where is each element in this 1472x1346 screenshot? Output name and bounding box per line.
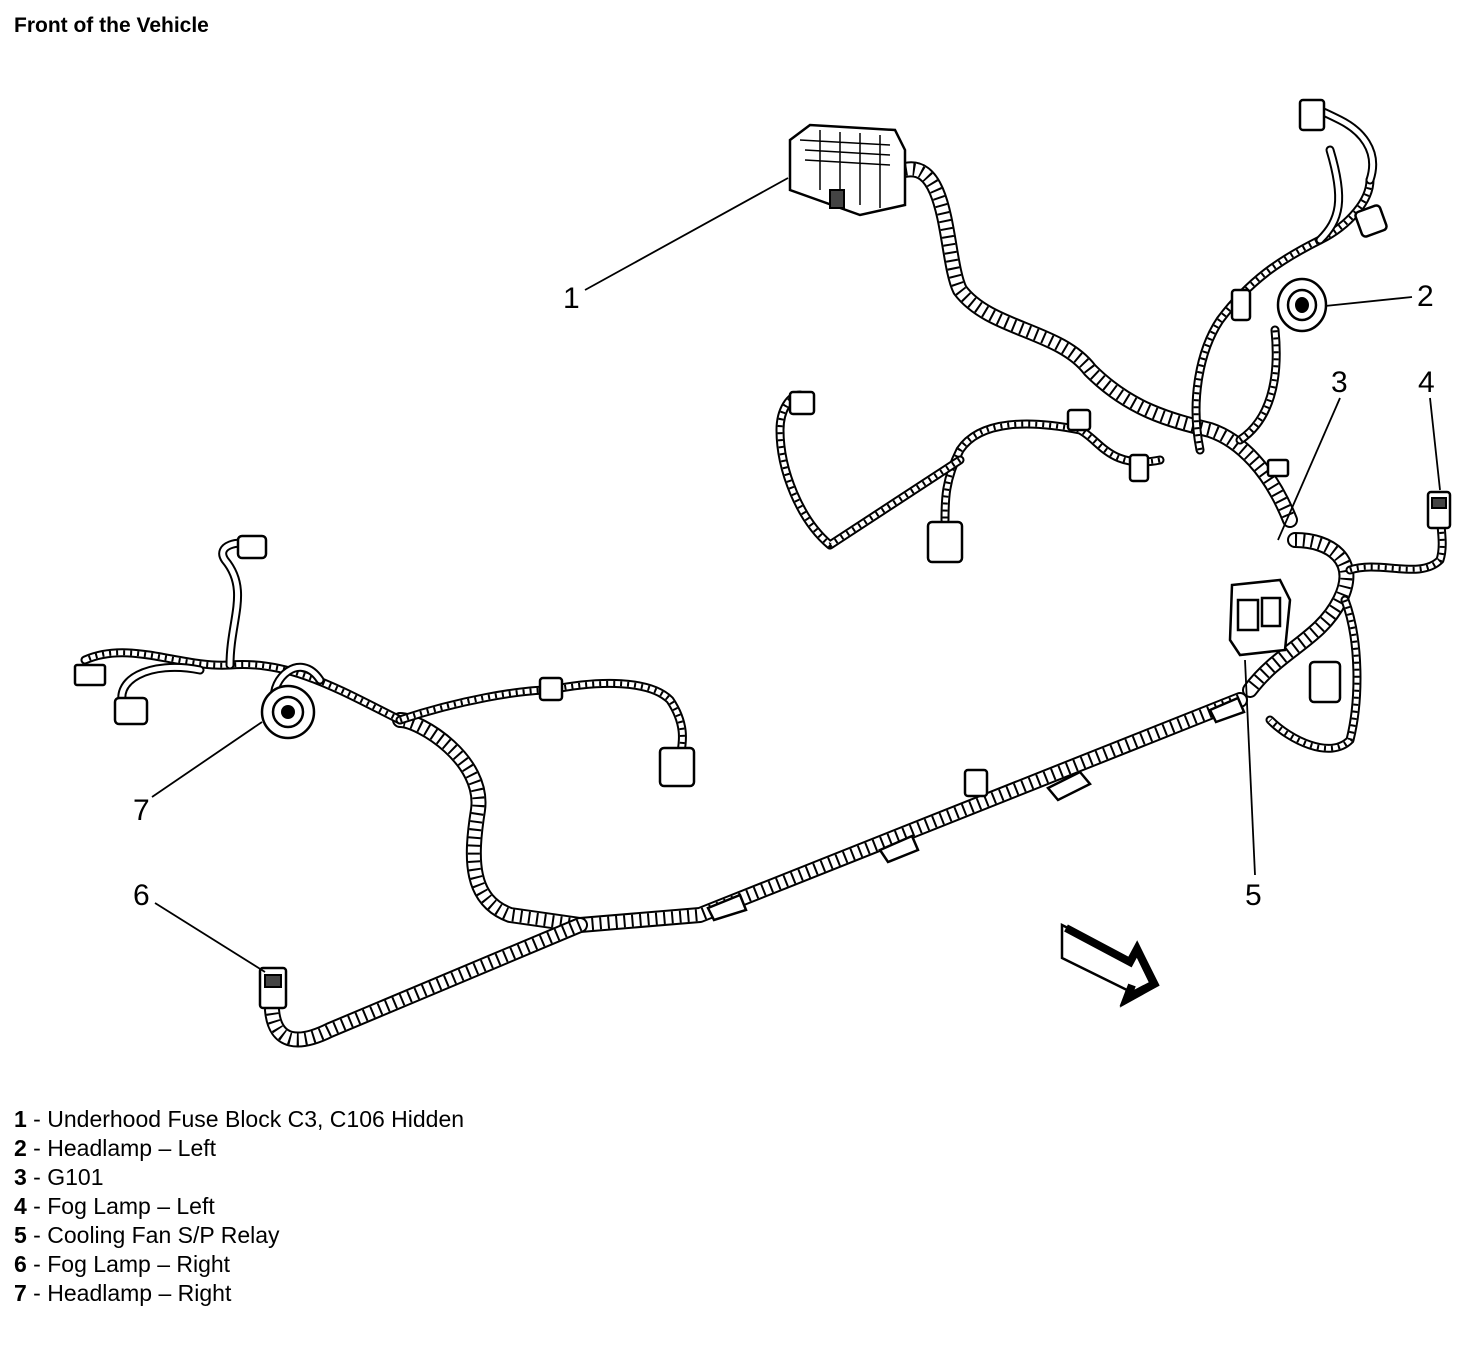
legend-separator: - bbox=[26, 1135, 48, 1161]
legend-separator: - bbox=[26, 1193, 48, 1219]
callout-1: 1 bbox=[563, 282, 580, 315]
legend-number: 4 bbox=[14, 1193, 27, 1219]
callout-5: 5 bbox=[1245, 879, 1262, 912]
headlamp-right-connector bbox=[260, 684, 316, 740]
legend-item-2: 2 - Headlamp – Left bbox=[14, 1134, 464, 1163]
callout-6: 6 bbox=[133, 879, 150, 912]
fog-lamp-left-connector bbox=[1426, 490, 1452, 530]
legend-item-5: 5 - Cooling Fan S/P Relay bbox=[14, 1221, 464, 1250]
legend-number: 7 bbox=[14, 1280, 27, 1306]
legend-separator: - bbox=[26, 1222, 48, 1248]
misc-connectors bbox=[73, 98, 1388, 922]
legend-separator: - bbox=[26, 1164, 48, 1190]
legend-item-1: 1 - Underhood Fuse Block C3, C106 Hidden bbox=[14, 1105, 464, 1134]
leader-lines bbox=[151, 177, 1441, 973]
callout-labels: 1 2 3 4 5 6 7 bbox=[133, 280, 1435, 912]
legend-item-3: 3 - G101 bbox=[14, 1163, 464, 1192]
legend-number: 2 bbox=[14, 1135, 27, 1161]
legend-number: 5 bbox=[14, 1222, 27, 1248]
diagram-title: Front of the Vehicle bbox=[14, 14, 209, 37]
callout-3: 3 bbox=[1331, 366, 1348, 399]
legend-text: G101 bbox=[47, 1164, 104, 1190]
left-branches bbox=[80, 538, 687, 765]
legend-separator: - bbox=[26, 1280, 48, 1306]
legend-item-4: 4 - Fog Lamp – Left bbox=[14, 1192, 464, 1221]
legend-item-7: 7 - Headlamp – Right bbox=[14, 1279, 464, 1308]
callout-4: 4 bbox=[1418, 366, 1435, 399]
cooling-fan-relay bbox=[1228, 578, 1292, 657]
legend-item-6: 6 - Fog Lamp – Right bbox=[14, 1250, 464, 1279]
legend-text: Underhood Fuse Block C3, C106 Hidden bbox=[47, 1106, 465, 1132]
fog-lamp-right-connector bbox=[258, 966, 288, 1010]
legend-number: 1 bbox=[14, 1106, 27, 1132]
legend-separator: - bbox=[26, 1251, 48, 1277]
callout-2: 2 bbox=[1417, 280, 1434, 313]
legend-number: 6 bbox=[14, 1251, 27, 1277]
legend-text: Headlamp – Right bbox=[47, 1280, 232, 1306]
middle-branches bbox=[775, 103, 1378, 550]
main-harness-trunk bbox=[264, 161, 1298, 1048]
legend-text: Headlamp – Left bbox=[47, 1135, 217, 1161]
legend-text: Fog Lamp – Right bbox=[47, 1251, 231, 1277]
legend-separator: - bbox=[26, 1106, 48, 1132]
legend-text: Fog Lamp – Left bbox=[47, 1193, 215, 1219]
underhood-fuse-block bbox=[788, 123, 907, 217]
front-direction-arrow-icon bbox=[1060, 922, 1160, 1008]
legend-text: Cooling Fan S/P Relay bbox=[47, 1222, 280, 1248]
callout-7: 7 bbox=[133, 794, 150, 827]
legend: 1 - Underhood Fuse Block C3, C106 Hidden… bbox=[14, 1105, 464, 1308]
wiring-harness-diagram: 1 2 3 4 5 6 7 bbox=[73, 98, 1452, 1048]
legend-number: 3 bbox=[14, 1164, 27, 1190]
headlamp-left-connector bbox=[1276, 277, 1328, 333]
